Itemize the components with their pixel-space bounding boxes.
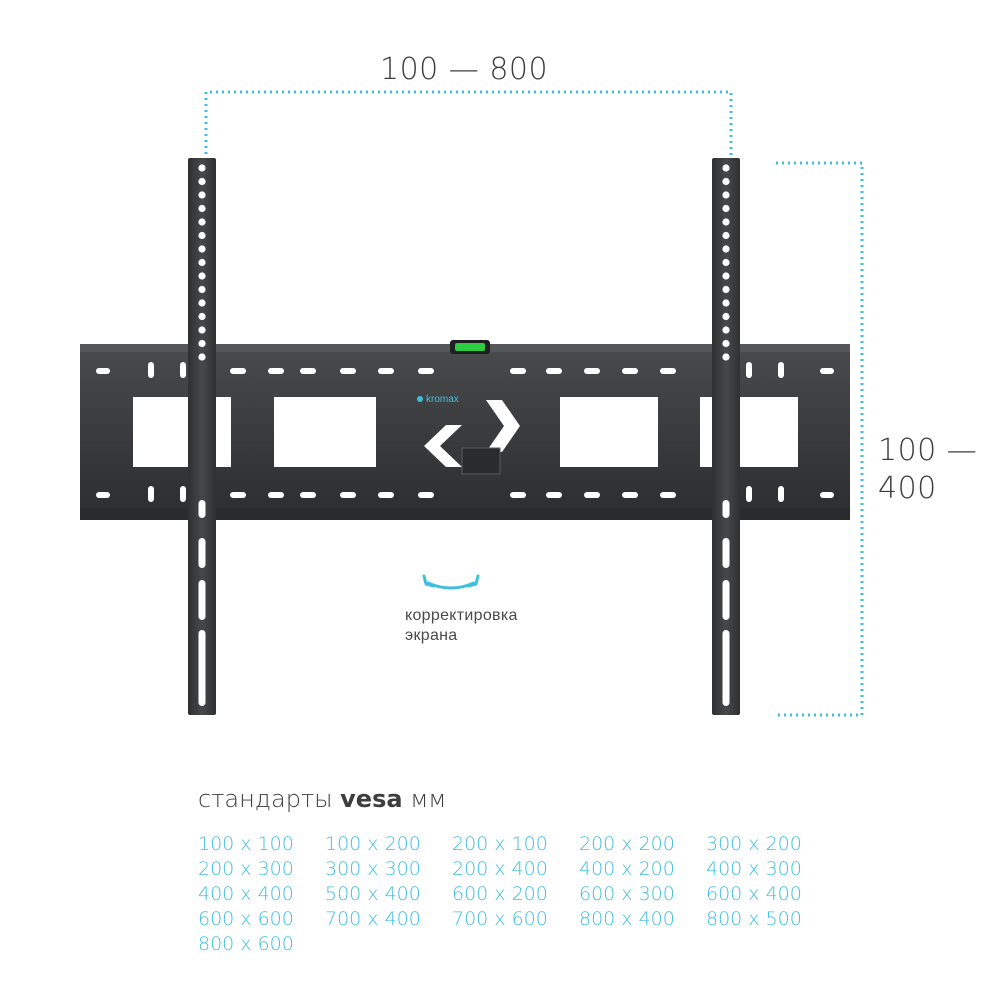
- arm-hole: [198, 191, 206, 199]
- plate-window: [274, 397, 376, 467]
- arm-hole: [722, 299, 730, 307]
- arm-hole: [722, 204, 730, 213]
- arm-hole: [198, 164, 206, 172]
- vesa-size-item: 400 x 200: [579, 858, 675, 880]
- vesa-size-item: 400 x 300: [706, 858, 802, 880]
- brand-logo-text: kromax: [426, 394, 459, 405]
- arm-hole: [722, 245, 730, 253]
- arm-hole: [722, 164, 730, 172]
- vesa-size-item: 200 x 200: [579, 833, 675, 855]
- arm-hole: [198, 177, 206, 186]
- vesa-size-item: 200 x 100: [452, 833, 548, 855]
- vesa-size-item: 600 x 400: [706, 883, 802, 905]
- arm-hole: [198, 218, 206, 226]
- vesa-heading: стандарты vesa мм: [198, 785, 446, 813]
- arm-hole: [722, 285, 730, 294]
- plate-top-slots: [96, 362, 834, 378]
- vesa-size-item: 500 x 400: [325, 883, 421, 905]
- vesa-size-item: 200 x 400: [452, 858, 548, 880]
- arm-slot: [198, 500, 206, 518]
- arm-slot: [722, 676, 730, 706]
- arm-slot: [198, 676, 206, 706]
- arm-hole: [198, 231, 206, 240]
- arm-hole: [198, 353, 206, 361]
- arm-hole: [198, 326, 206, 334]
- arm-slot: [198, 538, 206, 568]
- brand-logo: kromax: [417, 394, 459, 405]
- arm-hole: [722, 353, 730, 361]
- arm-hole: [722, 218, 730, 226]
- arm-hole: [722, 339, 730, 348]
- vesa-size-item: 300 x 300: [325, 858, 421, 880]
- arm-hole: [198, 312, 206, 321]
- vesa-size-item: 800 x 600: [198, 933, 294, 955]
- brand-dot-icon: [417, 396, 423, 402]
- tilt-arrow-icon: [422, 574, 480, 590]
- vesa-heading-prefix: стандарты: [198, 785, 333, 813]
- vesa-heading-suffix: мм: [410, 785, 447, 813]
- arm-hole: [198, 258, 206, 267]
- height-range-label-line1: 100 —: [878, 433, 978, 468]
- vesa-size-item: 400 x 400: [198, 883, 294, 905]
- vesa-size-item: 800 x 400: [579, 908, 675, 930]
- vesa-heading-bold: vesa: [340, 785, 403, 813]
- chevron-logo-icon: [424, 400, 520, 467]
- right-vertical-arm: [712, 158, 740, 715]
- plate-window: [560, 397, 658, 467]
- arm-hole: [198, 272, 206, 280]
- plate-bottom-slots: [96, 486, 834, 502]
- height-dimension-line: [776, 161, 864, 717]
- arm-hole: [722, 258, 730, 267]
- vesa-size-grid: 100 x 100 100 x 200 200 x 100 200 x 200 300 …: [198, 832, 838, 957]
- vesa-size-item: 700 x 400: [325, 908, 421, 930]
- vesa-size-item: 100 x 200: [325, 833, 421, 855]
- vesa-size-item: 300 x 200: [706, 833, 802, 855]
- height-range-label-line2: 400: [878, 471, 937, 506]
- vesa-size-item: 100 x 100: [198, 833, 294, 855]
- width-range-label: 100 — 800: [380, 52, 549, 87]
- product-sticker: [461, 447, 501, 475]
- vesa-size-item: 600 x 600: [198, 908, 294, 930]
- height-range-label: 100 — 400: [878, 432, 998, 508]
- vesa-size-item: 800 x 500: [706, 908, 802, 930]
- arm-hole: [198, 204, 206, 213]
- arm-slot: [722, 580, 730, 620]
- arm-slot: [198, 580, 206, 620]
- vesa-size-item: 600 x 300: [579, 883, 675, 905]
- arm-hole: [198, 285, 206, 294]
- vesa-size-item: 200 x 300: [198, 858, 294, 880]
- arm-hole: [198, 299, 206, 307]
- arm-hole: [722, 326, 730, 334]
- arm-mounting-holes: [198, 164, 730, 706]
- vesa-size-item: 600 x 200: [452, 883, 548, 905]
- arm-hole: [198, 245, 206, 253]
- arm-hole: [722, 272, 730, 280]
- arm-slot: [722, 538, 730, 568]
- bubble-level: [450, 340, 490, 354]
- arm-hole: [198, 339, 206, 348]
- tilt-caption-line2: экрана: [405, 627, 458, 644]
- arm-slot: [722, 500, 730, 518]
- arm-hole: [722, 312, 730, 321]
- tilt-caption-line1: корректировка: [405, 607, 518, 624]
- arm-hole: [722, 191, 730, 199]
- left-vertical-arm: [188, 158, 216, 715]
- tilt-caption: корректировка экрана: [405, 606, 518, 646]
- arm-hole: [722, 231, 730, 240]
- width-dimension-line: [204, 90, 733, 160]
- plate-window: [133, 397, 231, 467]
- vesa-size-item: 700 x 600: [452, 908, 548, 930]
- arm-hole: [722, 177, 730, 186]
